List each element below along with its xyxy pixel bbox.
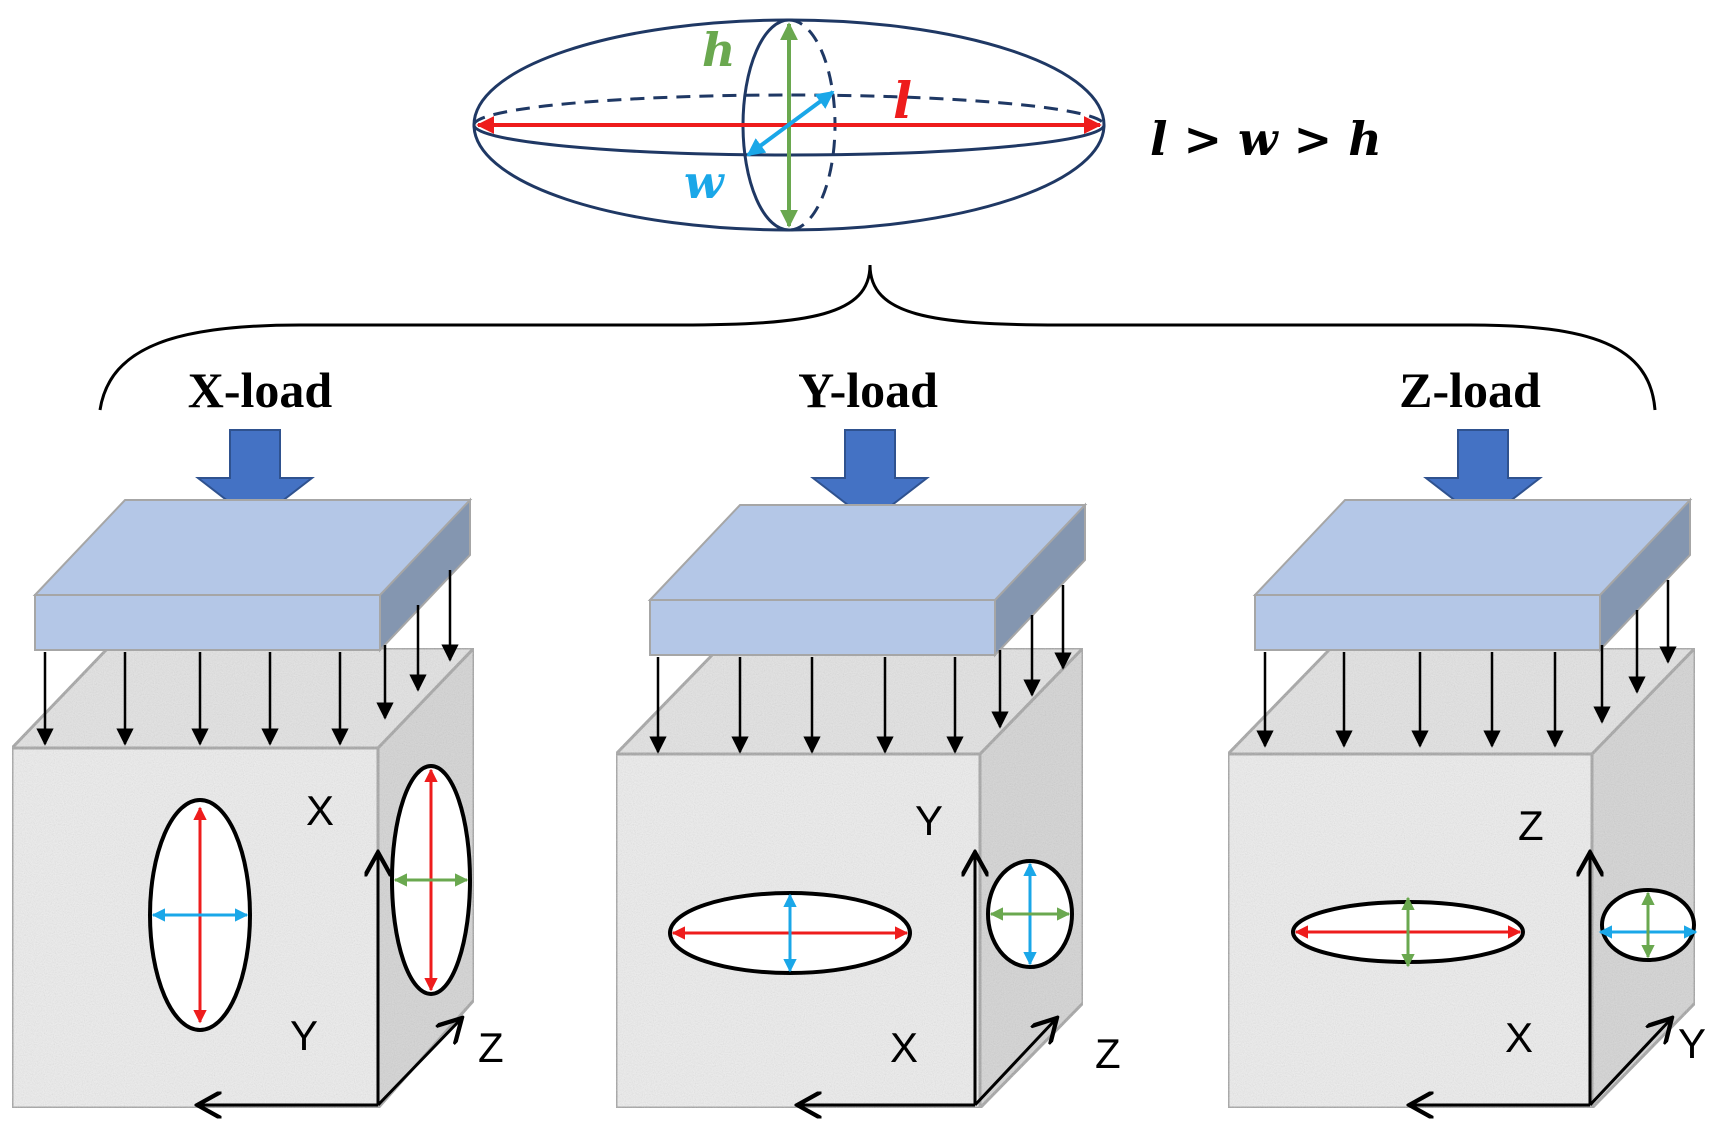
panel-x-load: X-load: [8, 362, 504, 1108]
pressure-arrows: [649, 585, 1072, 754]
axis-relation-text: l > w > h: [1150, 112, 1382, 166]
grouping-brace: [98, 264, 1657, 411]
w-axis-arrow: [746, 90, 835, 157]
w-label: w: [684, 155, 725, 209]
axis-label-vertical: X: [306, 787, 334, 834]
axis-label-depth: Y: [1678, 1020, 1706, 1067]
axis-triad: [800, 855, 1055, 1105]
axis-triad: [200, 855, 460, 1105]
ellipsoid-figure: h l w l > w > h: [472, 18, 1382, 232]
load-label: X-load: [188, 362, 333, 418]
platen-front: [1254, 594, 1601, 651]
axis-label-horizontal: Y: [290, 1012, 318, 1059]
axis-label-vertical: Y: [915, 797, 943, 844]
pressure-arrows: [36, 570, 459, 746]
axis-triad: [1412, 855, 1670, 1105]
platen-front: [649, 599, 996, 656]
panel-z-load: Z-load Z X Y: [1224, 362, 1706, 1108]
pressure-arrows: [1256, 580, 1677, 748]
load-label: Z-load: [1399, 362, 1541, 418]
panel-y-load: Y-load Y X Z: [612, 362, 1121, 1108]
axis-label-horizontal: X: [1505, 1014, 1533, 1061]
platen-front: [34, 594, 381, 651]
axis-label-depth: Z: [1095, 1030, 1121, 1077]
axis-label-depth: Z: [478, 1024, 504, 1071]
axis-label-vertical: Z: [1518, 802, 1544, 849]
load-arrow: [810, 429, 930, 524]
load-label: Y-load: [798, 362, 938, 418]
l-label: l: [893, 71, 912, 130]
axis-label-horizontal: X: [890, 1024, 918, 1071]
h-label: h: [702, 23, 735, 77]
